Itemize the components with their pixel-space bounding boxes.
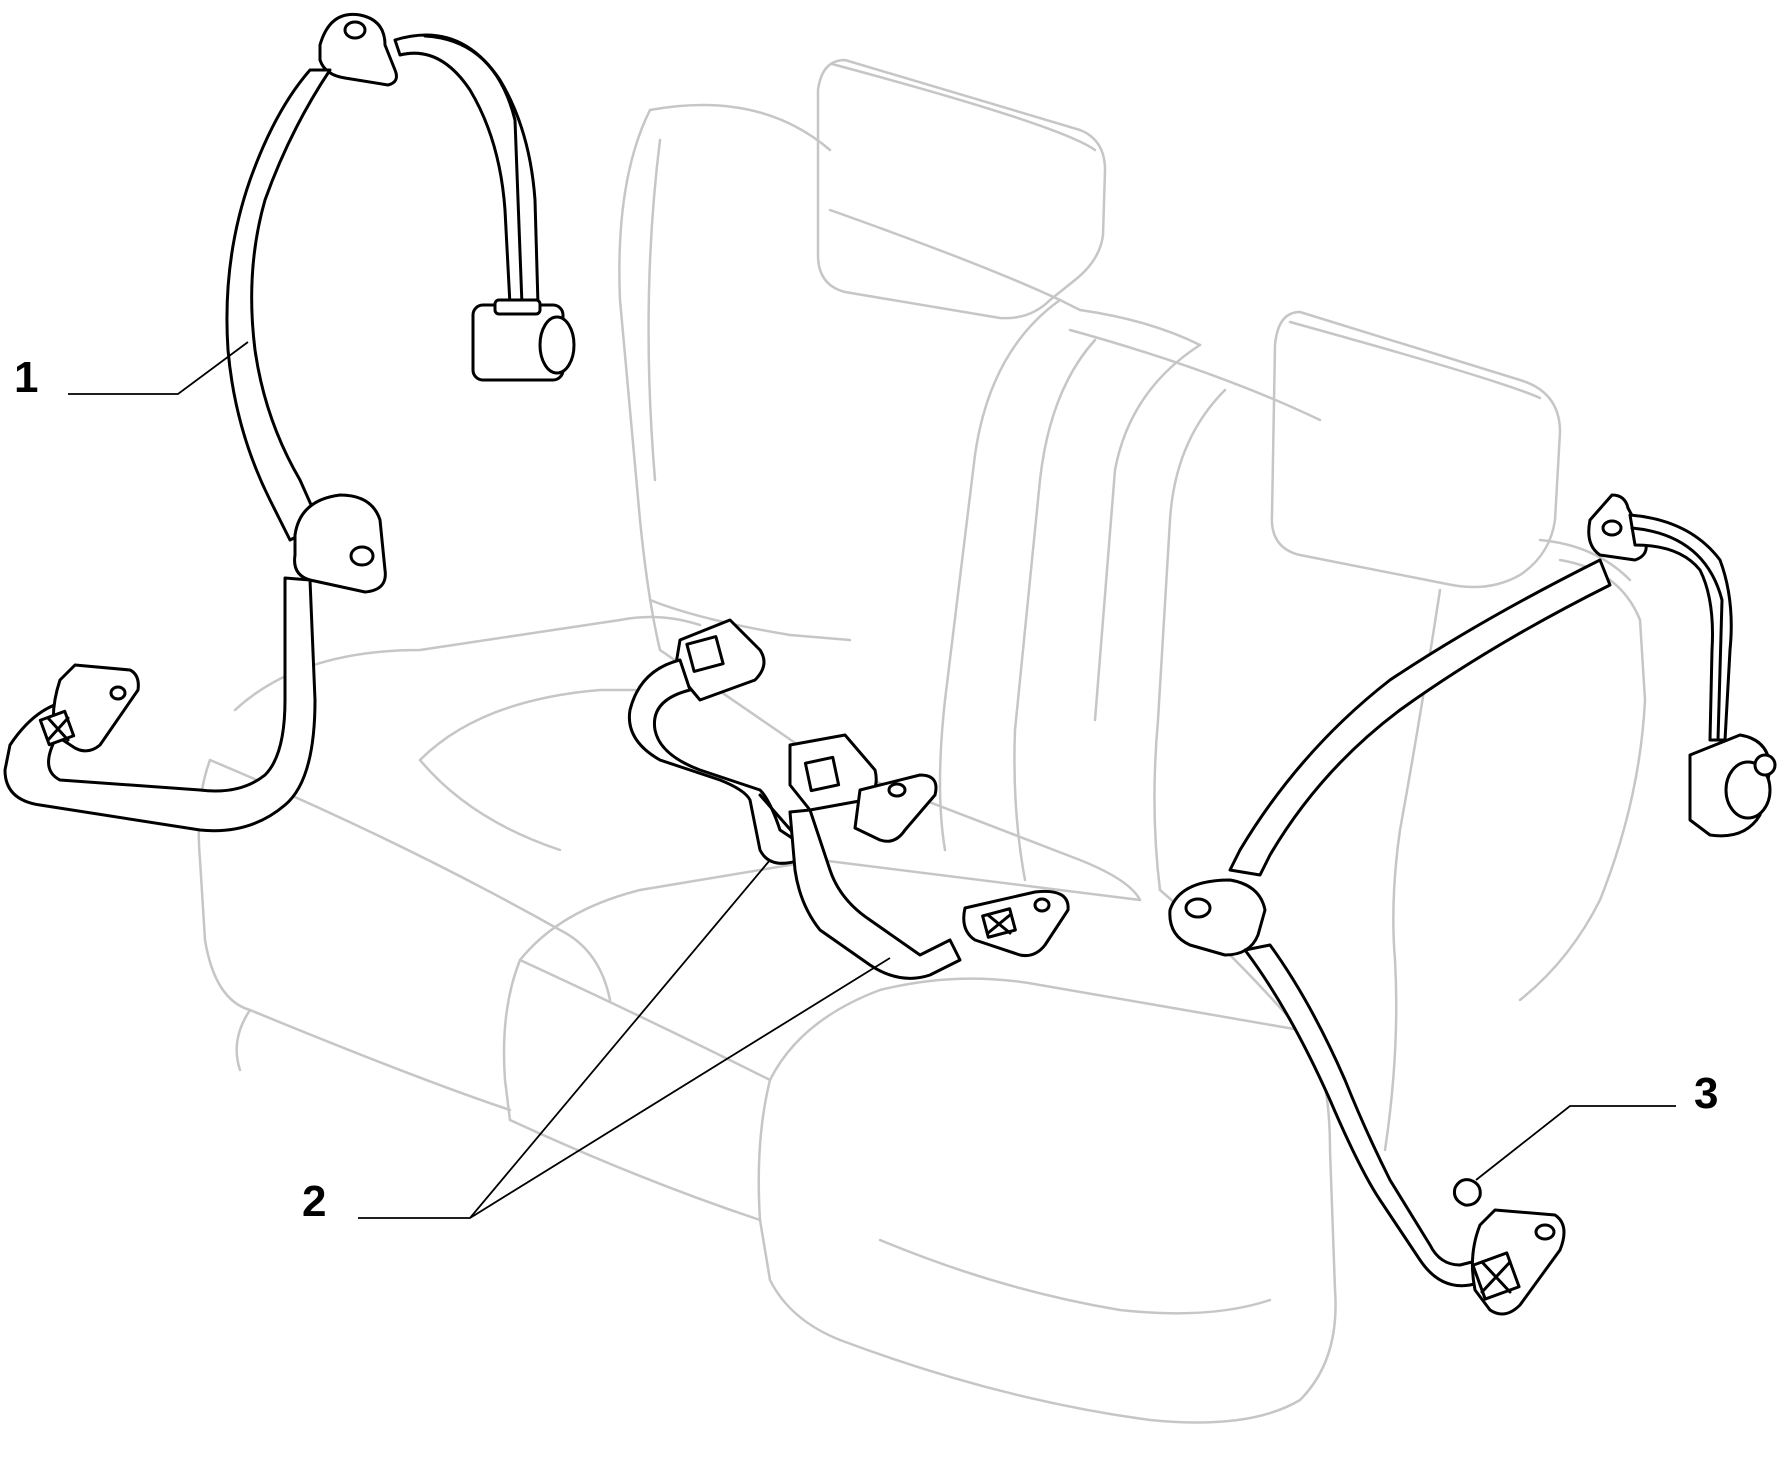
left-floor-anchor: [38, 663, 140, 753]
centre-floor-anchor: [962, 889, 1070, 957]
left-belt-shoulder: [225, 68, 332, 542]
plug-cap: [1453, 1178, 1482, 1207]
left-retractor: [471, 298, 576, 382]
right-belt-guide: [1168, 878, 1267, 957]
right-three-point-belt: [1168, 493, 1777, 1316]
right-floor-anchor: [1470, 1208, 1566, 1316]
rear-seat-outline: [197, 58, 1647, 1424]
leader-lines: [68, 341, 1676, 1219]
seat-cushion-left: [197, 615, 822, 1112]
right-belt-lap: [1243, 943, 1492, 1288]
right-upper-anchor: [1587, 493, 1648, 562]
leader-line-3: [1475, 1105, 1676, 1181]
seatback-right: [1153, 388, 1647, 1002]
left-belt-lap: [3, 576, 317, 833]
centre-buckle-left: [627, 618, 812, 865]
seatback-middle: [1013, 308, 1322, 882]
left-belt-guide: [293, 493, 387, 594]
seat-cushion-middle: [502, 758, 1142, 1222]
leader-line-1: [68, 341, 249, 395]
seat-belts: [3, 12, 1777, 1316]
callout-label-1: 1: [14, 353, 39, 402]
callout-label-2: 2: [302, 1177, 327, 1226]
callout-label-3: 3: [1694, 1069, 1719, 1118]
left-upper-anchor-plate: [318, 12, 398, 87]
leader-line-2a: [358, 859, 771, 1219]
seat-cushion-right: [757, 977, 1337, 1424]
centre-buckle-right: [788, 733, 962, 980]
leader-line-2b: [469, 957, 891, 1219]
centre-buckles: [627, 618, 1070, 980]
headrest-center: [816, 58, 1107, 320]
right-belt-shoulder: [1228, 558, 1612, 877]
left-three-point-belt: [3, 12, 576, 833]
headrest-right: [1270, 310, 1562, 589]
right-retractor: [1688, 733, 1777, 838]
